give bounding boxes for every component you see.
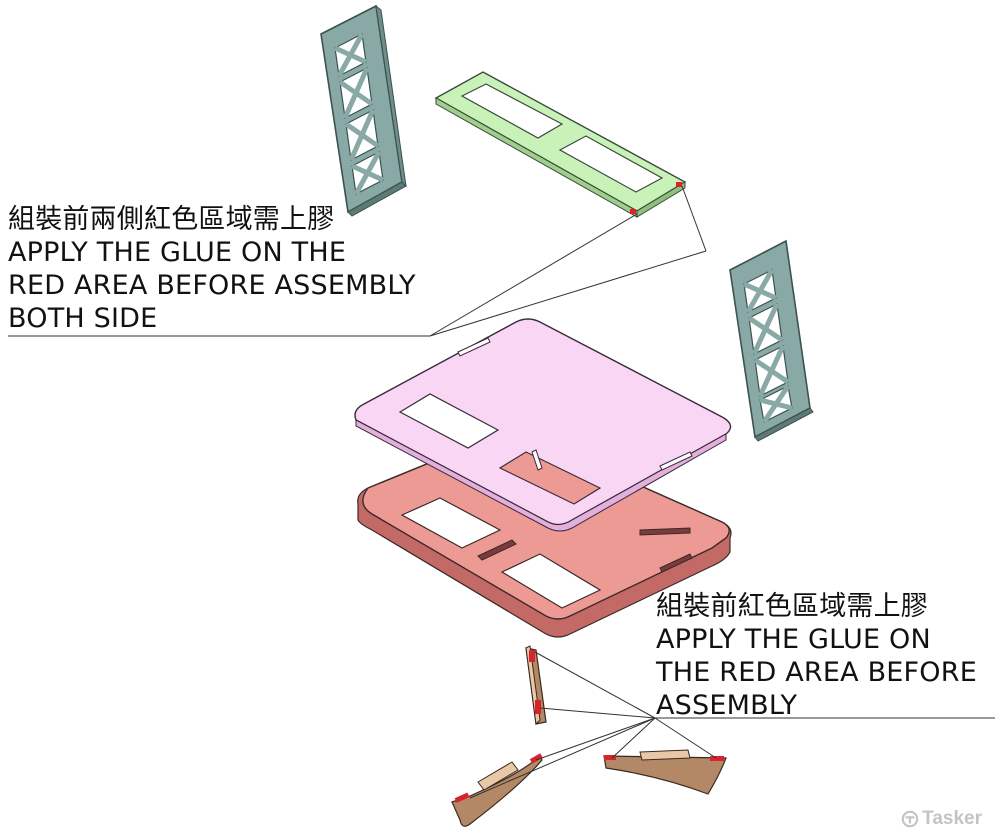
curved-bracket-right [603, 749, 727, 795]
glue-instruction-lower: 組裝前紅色區域需上膠 APPLY THE GLUE ON THE RED ARE… [656, 590, 977, 722]
truss-panel-right [729, 239, 814, 442]
green-top-plate [434, 71, 687, 218]
glue-instruction-upper: 組裝前兩側紅色區域需上膠 APPLY THE GLUE ON THE RED A… [8, 203, 416, 335]
pink-middle-plate [354, 318, 732, 532]
callout-lower-chinese: 組裝前紅色區域需上膠 [656, 591, 928, 622]
callout-upper-chinese: 組裝前兩側紅色區域需上膠 [8, 204, 335, 235]
vertical-bracket [525, 645, 547, 726]
callout-upper-line3: RED AREA BEFORE ASSEMBLY [8, 270, 416, 301]
curved-bracket-left [451, 753, 543, 827]
callout-lower-line3: THE RED AREA BEFORE [656, 657, 977, 688]
callout-lower-line4: ASSEMBLY [656, 690, 798, 721]
watermark: Tasker [901, 808, 982, 830]
leader-lines-upper [8, 185, 707, 337]
truss-panel-left [320, 4, 407, 217]
callout-upper-line4: BOTH SIDE [8, 303, 158, 334]
callout-upper-line2: APPLY THE GLUE ON THE [8, 237, 347, 268]
tasker-logo-icon [901, 810, 919, 828]
leader-lines-lower [469, 651, 995, 799]
callout-lower-line2: APPLY THE GLUE ON [656, 624, 931, 655]
watermark-text: Tasker [922, 808, 982, 829]
